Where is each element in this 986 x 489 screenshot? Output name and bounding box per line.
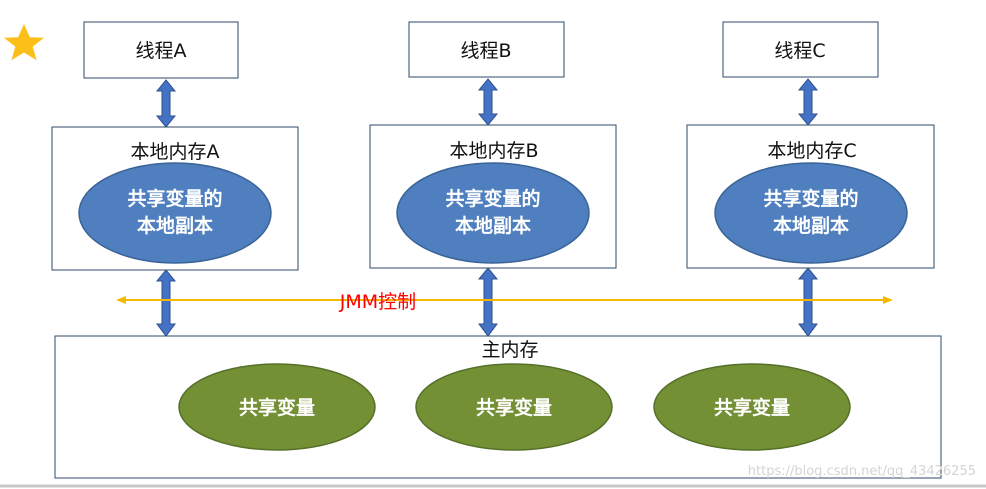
- thread-column-a: 线程A 本地内存A 共享变量的 本地副本: [51, 21, 299, 337]
- thread-local-arrow-a: [155, 79, 177, 128]
- local-main-arrow-a: [155, 269, 177, 337]
- local-copy-line2-c: 本地副本: [773, 214, 849, 237]
- shared-variable-label-3: 共享变量: [714, 396, 790, 419]
- shared-variable-ellipse-3: [653, 363, 851, 451]
- local-main-arrow-c: [797, 267, 819, 337]
- jmm-control-label: JMM控制: [339, 291, 416, 313]
- shared-variable-ellipse-1: [178, 363, 376, 451]
- local-copy-line1-a: 共享变量的: [127, 187, 222, 210]
- local-memory-label-c: 本地内存C: [767, 140, 856, 162]
- local-copy-ellipse-a: [78, 162, 272, 264]
- jmm-arrowhead-right-icon: [883, 296, 893, 304]
- local-main-arrow-b: [477, 267, 499, 337]
- star-icon: [4, 24, 44, 61]
- local-copy-line1-b: 共享变量的: [445, 187, 540, 210]
- main-memory-label: 主内存: [481, 339, 538, 361]
- thread-column-b: 线程B 本地内存B 共享变量的 本地副本: [369, 21, 617, 337]
- thread-label-a: 线程A: [136, 40, 187, 62]
- shared-variable-ellipse-2: [415, 363, 613, 451]
- local-copy-line2-b: 本地副本: [455, 214, 531, 237]
- thread-label-b: 线程B: [460, 40, 511, 62]
- thread-label-c: 线程C: [774, 40, 825, 62]
- jmm-control: JMM控制: [116, 291, 893, 313]
- thread-local-arrow-b: [477, 78, 499, 126]
- thread-column-c: 线程C 本地内存C 共享变量的 本地副本: [686, 21, 935, 337]
- local-copy-line2-a: 本地副本: [137, 214, 213, 237]
- local-memory-label-a: 本地内存A: [131, 141, 220, 163]
- thread-box-a: [83, 21, 239, 79]
- local-copy-ellipse-b: [396, 162, 590, 264]
- local-copy-line1-c: 共享变量的: [763, 187, 858, 210]
- thread-box-b: [408, 21, 565, 78]
- thread-local-arrow-c: [797, 78, 819, 126]
- watermark: https://blog.csdn.net/qq_43426255: [748, 464, 976, 479]
- jmm-arrowhead-left-icon: [116, 296, 126, 304]
- thread-box-c: [722, 21, 879, 78]
- shared-variable-label-1: 共享变量: [239, 396, 315, 419]
- main-memory: 主内存 共享变量 共享变量 共享变量: [54, 335, 942, 479]
- local-copy-ellipse-c: [714, 162, 908, 264]
- local-memory-label-b: 本地内存B: [449, 140, 538, 162]
- shared-variable-label-2: 共享变量: [476, 396, 552, 419]
